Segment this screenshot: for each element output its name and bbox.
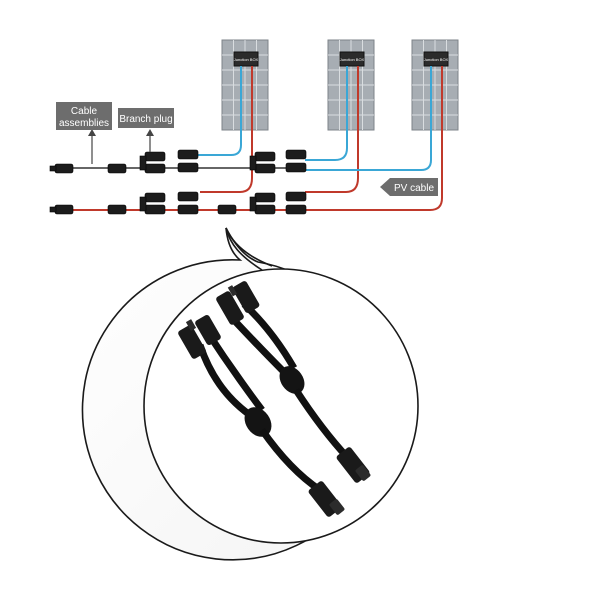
negative-wire <box>305 66 348 161</box>
junction-box-label: Junction BOX <box>340 57 365 62</box>
mc4-connector <box>178 314 221 359</box>
mc4-connector <box>107 163 127 174</box>
cable-assemblies-line-1: Cable <box>71 106 98 117</box>
positive-wire <box>305 66 443 211</box>
solar-panel-3: Junction BOX <box>411 39 459 131</box>
branch-connector <box>249 151 276 174</box>
cable-assemblies-label: Cable assemblies <box>56 102 112 164</box>
mc4-connector <box>49 204 74 215</box>
junction-box-label: Junction BOX <box>234 57 259 62</box>
pv-cable-text: PV cable <box>394 183 434 194</box>
mc4-connector <box>308 481 345 517</box>
negative-wire <box>200 66 242 156</box>
junction-box-label: Junction BOX <box>424 57 449 62</box>
branch-plug-label: Branch plug <box>118 108 174 152</box>
negative-wire <box>305 66 432 171</box>
pv-cable-label: PV cable <box>380 178 438 196</box>
mc4-connector <box>336 447 371 483</box>
branch-connector <box>139 192 166 215</box>
positive-wire <box>305 66 359 193</box>
mc4-connector <box>216 281 260 325</box>
mc4-connector <box>177 191 199 215</box>
mc4-connector <box>177 149 199 173</box>
solar-panel-2: Junction BOX <box>327 39 375 131</box>
mc4-connector <box>49 163 74 174</box>
junction-box: Junction BOX <box>233 51 259 67</box>
mc4-connector <box>285 149 307 173</box>
mc4-connector <box>217 204 237 215</box>
mc4-connector <box>107 204 127 215</box>
mc4-connector <box>285 191 307 215</box>
y-branch-cable-left <box>178 314 345 517</box>
y-branch-cable-right <box>216 281 371 483</box>
branch-plug-text: Branch plug <box>119 114 172 125</box>
positive-wire <box>200 66 253 193</box>
junction-box: Junction BOX <box>423 51 449 67</box>
solar-panel-1: Junction BOX <box>221 39 269 131</box>
junction-box: Junction BOX <box>339 51 365 67</box>
cable-assemblies-line-2: assemblies <box>59 118 109 129</box>
branch-connector <box>249 192 276 215</box>
branch-connector <box>139 151 166 174</box>
